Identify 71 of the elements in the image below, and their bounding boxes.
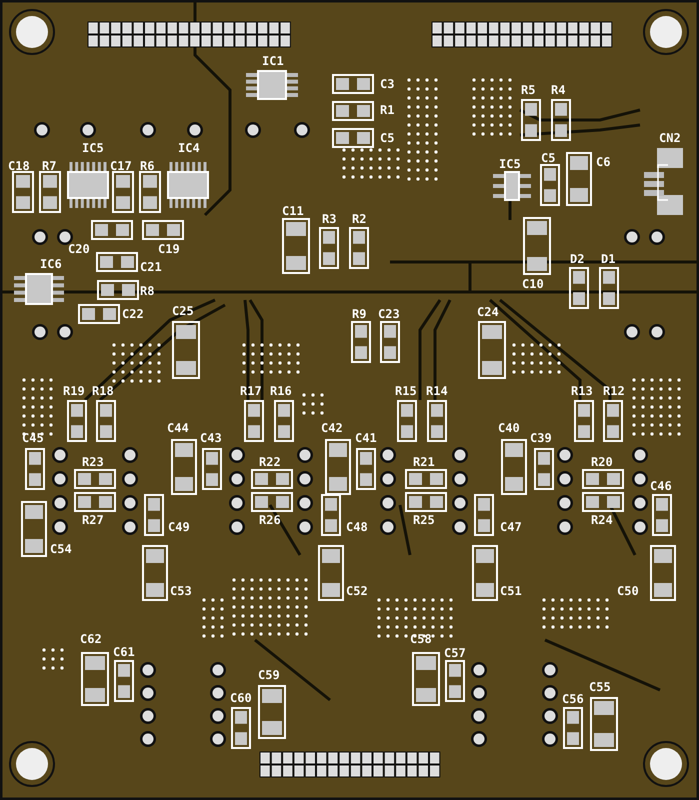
reference-designator: R19 bbox=[63, 385, 85, 398]
reference-designator: C21 bbox=[140, 261, 162, 274]
reference-designator: IC5 bbox=[499, 158, 521, 171]
reference-designator: C60 bbox=[230, 692, 252, 705]
reference-designator: D1 bbox=[601, 253, 616, 266]
reference-designator: C50 bbox=[617, 585, 639, 598]
reference-designator: C5 bbox=[541, 152, 556, 165]
reference-designator: R26 bbox=[259, 514, 281, 527]
reference-designator: C48 bbox=[346, 521, 368, 534]
reference-designator: C52 bbox=[346, 585, 368, 598]
reference-designator: C55 bbox=[589, 681, 611, 694]
reference-designator: C40 bbox=[498, 422, 520, 435]
reference-designator: R9 bbox=[352, 308, 366, 321]
reference-designator: R24 bbox=[591, 514, 613, 527]
reference-designator: R18 bbox=[92, 385, 114, 398]
reference-designator: C23 bbox=[378, 308, 400, 321]
reference-designator: C56 bbox=[562, 693, 584, 706]
reference-designator: C5 bbox=[380, 132, 394, 145]
reference-designator: C42 bbox=[321, 422, 343, 435]
reference-designator: C43 bbox=[200, 432, 222, 445]
reference-designator: C22 bbox=[122, 308, 144, 321]
reference-designator: C11 bbox=[282, 205, 304, 218]
reference-designator: R14 bbox=[426, 385, 448, 398]
reference-designator: C49 bbox=[168, 521, 190, 534]
reference-designator: R27 bbox=[82, 514, 104, 527]
reference-designator: R3 bbox=[322, 213, 336, 226]
reference-designator: C20 bbox=[68, 243, 90, 256]
reference-designator: R13 bbox=[571, 385, 593, 398]
reference-designator: R4 bbox=[551, 84, 566, 97]
reference-designator: D2 bbox=[570, 253, 584, 266]
reference-designator: IC5 bbox=[82, 142, 104, 155]
reference-designator: C51 bbox=[500, 585, 522, 598]
reference-designator: C61 bbox=[113, 646, 135, 659]
reference-designator: C24 bbox=[477, 306, 499, 319]
reference-designator: C59 bbox=[258, 669, 280, 682]
reference-designator: IC6 bbox=[40, 258, 62, 271]
reference-designator: C58 bbox=[410, 633, 432, 646]
reference-designator: C10 bbox=[522, 278, 544, 291]
reference-designator: R1 bbox=[380, 104, 394, 117]
reference-designator: R22 bbox=[259, 456, 281, 469]
reference-designator: C39 bbox=[530, 432, 552, 445]
reference-designator: CN2 bbox=[659, 132, 681, 145]
reference-designator: R15 bbox=[395, 385, 417, 398]
reference-designator: C6 bbox=[596, 156, 610, 169]
reference-designator: C44 bbox=[167, 422, 189, 435]
reference-designator: C46 bbox=[650, 480, 672, 493]
reference-designator: R23 bbox=[82, 456, 104, 469]
reference-designator: C41 bbox=[355, 432, 377, 445]
reference-designator: IC1 bbox=[262, 55, 284, 68]
reference-designator: C54 bbox=[50, 543, 72, 556]
reference-designator: C18 bbox=[8, 160, 30, 173]
reference-designator: R8 bbox=[140, 285, 154, 298]
reference-designator: C17 bbox=[110, 160, 132, 173]
reference-designator: C25 bbox=[172, 305, 194, 318]
reference-designator: R17 bbox=[240, 385, 262, 398]
reference-designator: C53 bbox=[170, 585, 192, 598]
reference-designator: R2 bbox=[352, 213, 366, 226]
reference-designator: C57 bbox=[444, 647, 466, 660]
reference-designator: C3 bbox=[380, 78, 394, 91]
reference-designator: R6 bbox=[140, 160, 154, 173]
reference-designator: R16 bbox=[270, 385, 292, 398]
reference-designator: C19 bbox=[158, 243, 180, 256]
reference-designator: R21 bbox=[413, 456, 435, 469]
reference-designator: R20 bbox=[591, 456, 613, 469]
reference-designator: R12 bbox=[603, 385, 625, 398]
reference-designator: R5 bbox=[521, 84, 536, 97]
reference-designator: R7 bbox=[42, 160, 56, 173]
reference-designator: IC4 bbox=[178, 142, 200, 155]
reference-designator: R25 bbox=[413, 514, 435, 527]
reference-designator: C62 bbox=[80, 633, 102, 646]
reference-designator: C47 bbox=[500, 521, 522, 534]
